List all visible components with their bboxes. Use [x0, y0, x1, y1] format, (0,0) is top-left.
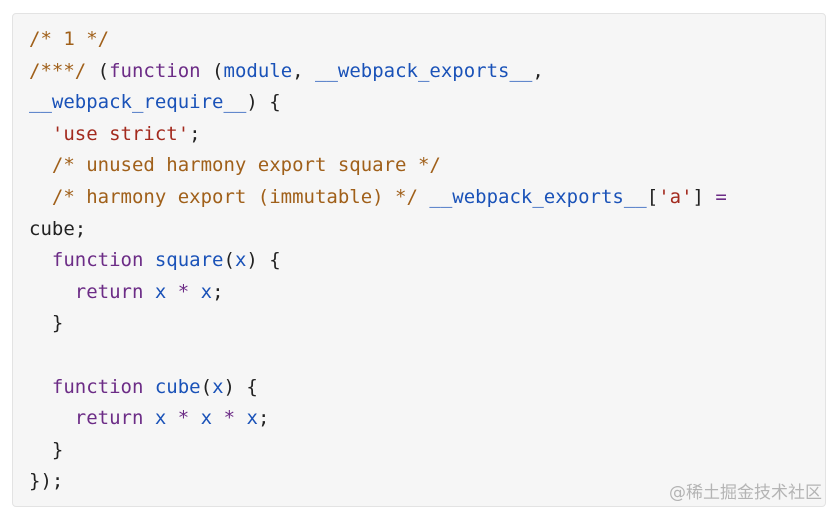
code-token-punctuation: ) { — [246, 91, 281, 114]
code-token-identifier: x — [154, 280, 167, 303]
code-token-punctuation — [29, 186, 52, 208]
code-token-punctuation — [235, 407, 246, 429]
code-line: __webpack_require__) { — [29, 87, 727, 119]
code-token-identifier: __webpack_require__ — [29, 91, 247, 114]
code-token-punctuation — [29, 154, 52, 176]
code-token-punctuation: [ — [646, 185, 659, 208]
code-token-keyword: * — [223, 407, 236, 430]
code-token-punctuation — [143, 281, 154, 303]
code-line: return x * x * x; — [29, 403, 727, 435]
code-token-punctuation — [29, 249, 52, 271]
code-token-punctuation: ; — [212, 280, 224, 303]
code-line: 'use strict'; — [29, 119, 727, 151]
code-token-punctuation: }); — [29, 470, 64, 493]
code-token-punctuation — [166, 281, 177, 303]
code-token-comment: /***/ — [29, 59, 87, 82]
code-token-punctuation: ( — [86, 59, 110, 82]
code-line: cube; — [29, 214, 727, 246]
code-line: } — [29, 308, 727, 340]
code-token-keyword: * — [177, 280, 190, 303]
code-token-punctuation — [29, 376, 52, 398]
code-token-string: 'use strict' — [51, 122, 190, 145]
code-token-punctuation — [189, 407, 200, 429]
code-token-punctuation — [143, 249, 154, 271]
code-token-punctuation: , — [532, 59, 544, 82]
code-token-punctuation: } — [29, 438, 64, 461]
code-line: /***/ (function (module, __webpack_expor… — [29, 56, 727, 88]
code-token-punctuation — [29, 281, 75, 303]
code-line: /* harmony export (immutable) */ __webpa… — [29, 182, 727, 214]
code-token-keyword: * — [177, 407, 190, 430]
code-token-punctuation: } — [29, 312, 64, 335]
code-token-comment: /* 1 */ — [29, 28, 110, 50]
code-token-punctuation — [29, 407, 75, 429]
code-token-keyword: return — [74, 280, 144, 303]
code-token-string: 'a' — [658, 185, 693, 208]
code-token-identifier: cube — [154, 375, 201, 398]
code-token-comment: /* harmony export (immutable) */ — [51, 185, 418, 208]
code-token-punctuation: ( — [223, 249, 235, 272]
code-token-punctuation: , — [292, 59, 316, 82]
code-line — [29, 340, 727, 372]
code-token-identifier: x — [212, 375, 224, 398]
code-token-punctuation: ; — [189, 122, 201, 145]
code-token-keyword: return — [74, 407, 144, 430]
code-line: }); — [29, 466, 727, 498]
code-token-identifier: __webpack_exports__ — [429, 185, 647, 208]
code-line: return x * x; — [29, 277, 727, 309]
code-token-punctuation — [166, 407, 177, 429]
code-token-punctuation: ; — [257, 407, 270, 430]
code-token-punctuation — [29, 123, 52, 145]
code-token-identifier: x — [200, 407, 213, 430]
code-line: function cube(x) { — [29, 372, 727, 404]
code-token-punctuation — [212, 407, 223, 429]
code-token-punctuation: ) { — [223, 375, 258, 398]
code-token-keyword: = — [715, 185, 727, 208]
code-token-identifier: x — [234, 249, 247, 272]
code-token-identifier: square — [154, 249, 224, 272]
code-line: function square(x) { — [29, 245, 727, 277]
code-token-identifier: module — [223, 59, 293, 82]
code-token-punctuation — [189, 281, 200, 303]
code-line: /* 1 */ — [29, 24, 727, 56]
code-line: } — [29, 435, 727, 467]
code-token-punctuation: ) { — [246, 249, 281, 272]
code-token-punctuation: ] — [692, 185, 716, 208]
code-token-punctuation: ( — [200, 375, 213, 398]
code-token-keyword: function — [51, 249, 144, 272]
code-token-punctuation — [143, 407, 154, 429]
code-token-keyword: function — [51, 375, 144, 398]
code-line: /* unused harmony export square */ — [29, 150, 727, 182]
code-token-punctuation: cube; — [29, 217, 87, 240]
code-token-identifier: x — [200, 280, 213, 303]
code-token-identifier: x — [246, 407, 258, 430]
code-token-identifier: __webpack_exports__ — [315, 59, 533, 82]
code-listing: /* 1 *//***/ (function (module, __webpac… — [29, 24, 727, 498]
code-token-identifier: x — [154, 407, 167, 430]
watermark: @稀土掘金技术社区 — [669, 483, 822, 503]
code-token-punctuation — [143, 376, 154, 398]
code-token-punctuation: ( — [200, 59, 224, 82]
code-token-punctuation — [418, 186, 429, 208]
code-token-comment: /* unused harmony export square */ — [51, 154, 441, 177]
code-token-keyword: function — [109, 59, 201, 82]
code-block: /* 1 *//***/ (function (module, __webpac… — [12, 13, 826, 507]
